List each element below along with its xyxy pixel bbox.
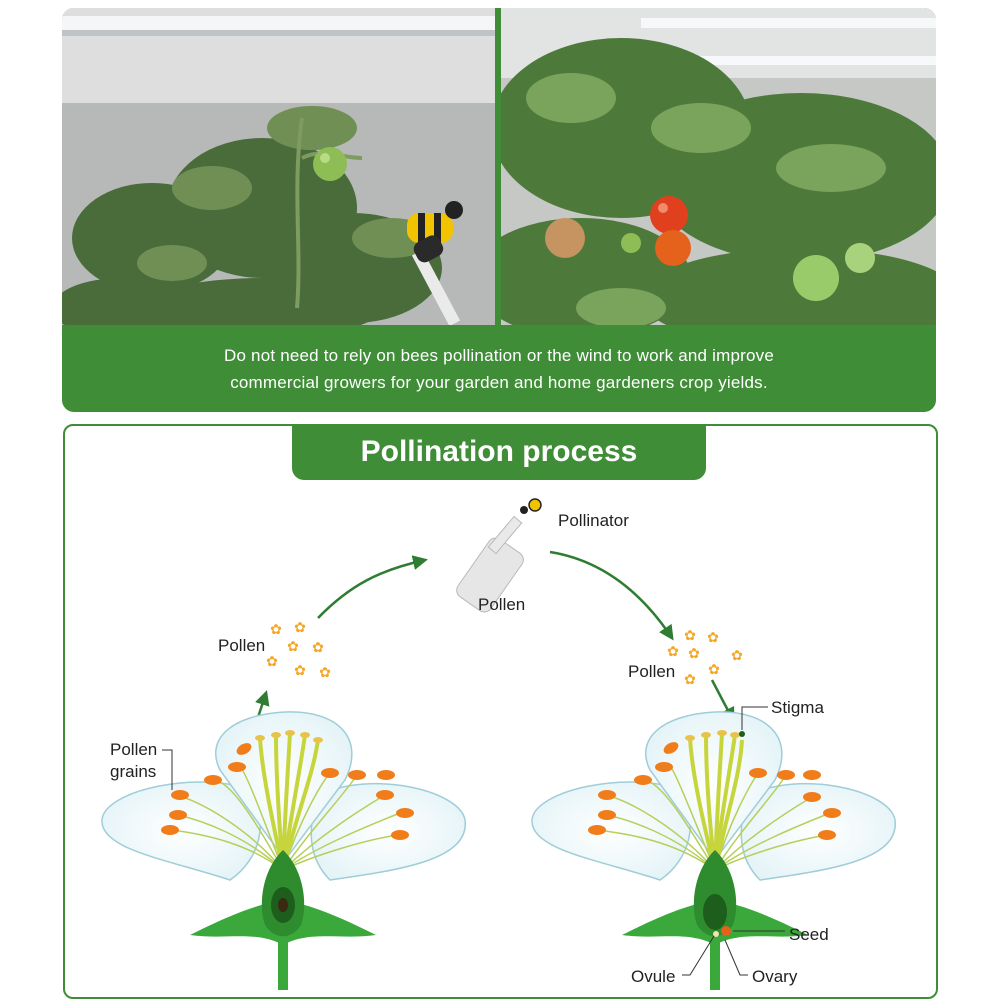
svg-text:✿: ✿ xyxy=(684,672,696,688)
caption-line-1: Do not need to rely on bees pollination … xyxy=(223,345,774,365)
tomato-plant-with-pollinator-photo xyxy=(62,8,495,325)
svg-text:✿: ✿ xyxy=(270,622,282,638)
pollination-title: Pollination process xyxy=(292,424,706,480)
right-flower xyxy=(531,711,896,990)
leader-stigma xyxy=(741,706,768,730)
label-pollen-right: Pollen xyxy=(628,662,675,681)
label-seed: Seed xyxy=(789,925,829,944)
label-stigma: Stigma xyxy=(771,698,824,717)
leader-ovule xyxy=(682,935,715,976)
svg-text:✿: ✿ xyxy=(684,628,696,644)
svg-text:✿: ✿ xyxy=(294,663,306,679)
svg-text:✿: ✿ xyxy=(294,620,306,636)
pollen-cluster-left: ✿ ✿ ✿ ✿ ✿ ✿ ✿ xyxy=(266,620,331,681)
svg-text:✿: ✿ xyxy=(708,662,720,678)
label-pollen-tool: Pollen xyxy=(478,595,525,614)
svg-text:✿: ✿ xyxy=(319,665,331,681)
svg-text:✿: ✿ xyxy=(266,654,278,670)
hero-caption: Do not need to rely on bees pollination … xyxy=(62,325,936,412)
hero-card: Do not need to rely on bees pollination … xyxy=(62,8,936,412)
svg-text:✿: ✿ xyxy=(287,639,299,655)
label-pollen-left: Pollen xyxy=(218,636,265,655)
label-pollinator: Pollinator xyxy=(558,511,629,530)
label-pollen-grains-2: grains xyxy=(110,762,156,781)
label-ovary: Ovary xyxy=(752,967,798,986)
pollen-cluster-right: ✿ ✿ ✿ ✿ ✿ ✿ ✿ xyxy=(667,628,743,688)
label-pollen-grains-1: Pollen xyxy=(110,740,157,759)
leader-pollen-grains xyxy=(162,749,173,790)
pollination-diagram-frame xyxy=(63,424,938,999)
arrow-pollinator-to-flower xyxy=(549,550,674,641)
leader-ovary xyxy=(724,939,748,976)
cherry-tomatoes-photo xyxy=(501,8,936,325)
svg-text:✿: ✿ xyxy=(707,630,719,646)
caption-line-2: commercial growers for your garden and h… xyxy=(230,372,768,392)
left-flower xyxy=(101,711,466,990)
svg-text:✿: ✿ xyxy=(688,646,700,662)
svg-text:✿: ✿ xyxy=(667,644,679,660)
pollinator-tool xyxy=(456,498,542,613)
svg-text:✿: ✿ xyxy=(312,640,324,656)
svg-text:✿: ✿ xyxy=(731,648,743,664)
label-ovule: Ovule xyxy=(631,967,675,986)
arrow-pollen-to-pollinator xyxy=(317,555,428,619)
